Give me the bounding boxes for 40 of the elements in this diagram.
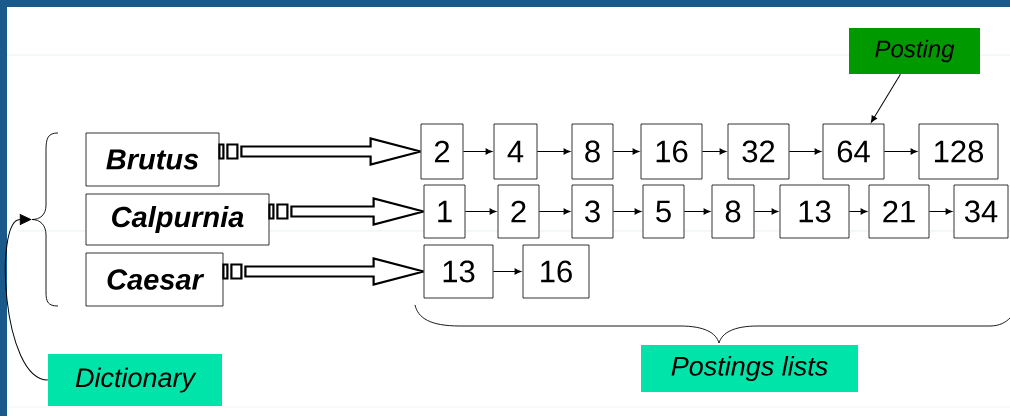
curly-brace (31, 132, 59, 307)
arrow (848, 208, 868, 215)
arrow (538, 208, 571, 215)
posting-box: 2 (420, 123, 464, 180)
arrow (464, 208, 497, 215)
posting-box: 5 (642, 184, 685, 239)
posting-box: 21 (868, 184, 930, 239)
arrow (788, 148, 822, 155)
posting-box: 3 (571, 184, 614, 239)
label-box: Dictionary (48, 354, 222, 406)
posting-box: 32 (727, 123, 790, 180)
term-box: Calpurnia (85, 193, 270, 246)
arrow (612, 208, 642, 215)
posting-box: 2 (497, 184, 540, 239)
posting-box: 1 (423, 184, 466, 239)
arrow (928, 208, 953, 215)
posting-box: 64 (822, 123, 885, 180)
arrow (683, 208, 711, 215)
arrow (536, 148, 571, 155)
arrow (492, 268, 522, 275)
posting-box: 16 (522, 244, 590, 299)
arrow (462, 148, 493, 155)
term-box: Brutus (85, 132, 220, 187)
posting-box: 13 (423, 244, 494, 299)
leader-arrow (870, 73, 901, 123)
arrow (753, 208, 779, 215)
posting-box: 8 (571, 123, 614, 180)
arrow (612, 148, 640, 155)
posting-box: 128 (918, 123, 999, 180)
arrow (883, 148, 918, 155)
posting-box: 34 (953, 184, 1009, 239)
posting-box: 8 (711, 184, 755, 239)
posting-box: 13 (779, 184, 850, 239)
posting-box: 4 (493, 123, 538, 180)
leader-arrow (5, 214, 49, 381)
arrow (701, 148, 727, 155)
label-box: Postings lists (641, 345, 858, 392)
label-box: Posting (849, 28, 980, 74)
posting-box: 16 (640, 123, 703, 180)
term-box: Caesar (85, 252, 224, 307)
